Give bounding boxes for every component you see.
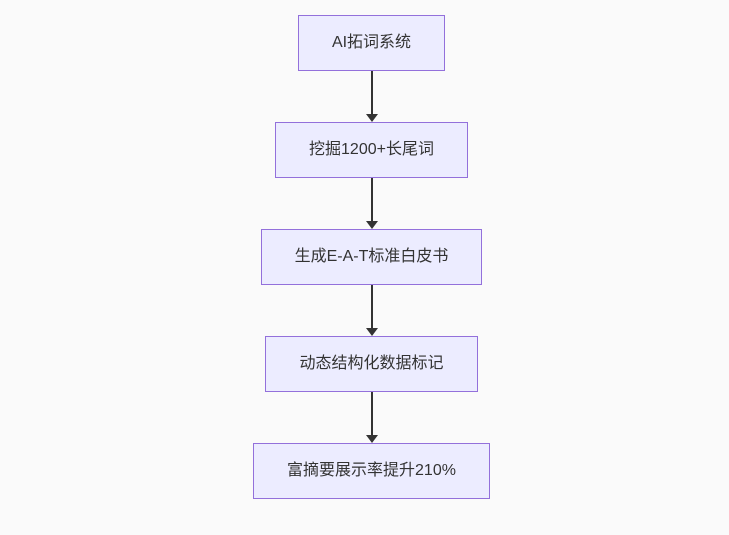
edge-line (370, 392, 373, 435)
arrowhead-down-icon (365, 114, 378, 122)
node-label: 生成E-A-T标准白皮书 (294, 248, 449, 265)
flowchart-node-eat-whitepaper: 生成E-A-T标准白皮书 (260, 229, 483, 285)
edge-line (370, 71, 373, 114)
flowchart-node-structured-data: 动态结构化数据标记 (265, 336, 478, 392)
flowchart-node-ai-system: AI拓词系统 (297, 15, 446, 71)
node-label: 挖掘1200+长尾词 (309, 141, 434, 158)
flowchart-node-longtail-keywords: 挖掘1200+长尾词 (275, 122, 468, 178)
flowchart-canvas: AI拓词系统 挖掘1200+长尾词 生成E-A-T标准白皮书 动态结构化数据标记… (7, 0, 729, 535)
flowchart-edge (365, 178, 378, 229)
arrowhead-down-icon (365, 221, 378, 229)
edge-line (370, 285, 373, 328)
flowchart-edge (365, 71, 378, 122)
arrowhead-down-icon (365, 435, 378, 443)
node-label: 动态结构化数据标记 (299, 355, 444, 372)
flowchart-edge (365, 392, 378, 443)
edge-line (370, 178, 373, 221)
arrowhead-down-icon (365, 328, 378, 336)
node-label: AI拓词系统 (331, 34, 412, 51)
node-label: 富摘要展示率提升210% (287, 462, 456, 479)
flowchart-edge (365, 285, 378, 336)
flowchart-node-rich-snippet-result: 富摘要展示率提升210% (253, 443, 490, 499)
